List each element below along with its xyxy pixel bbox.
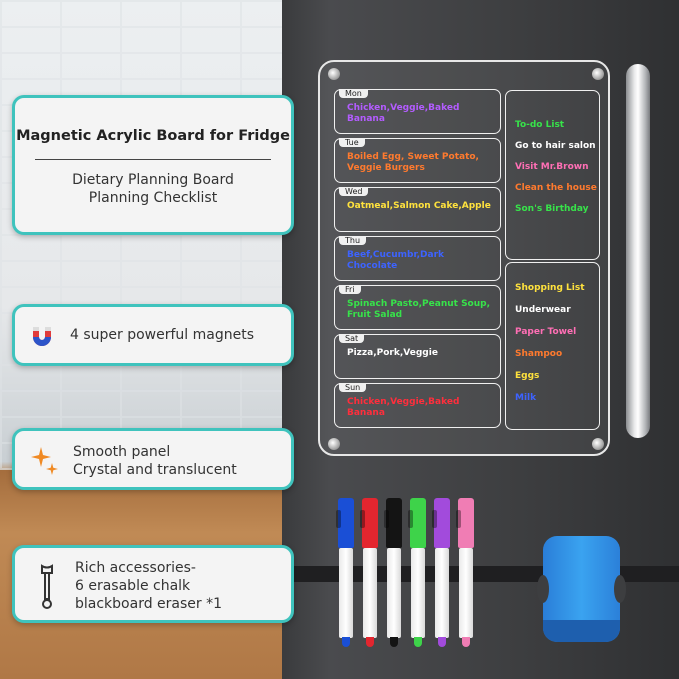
day-tag: Tue [339, 138, 365, 147]
screw-icon [592, 68, 604, 80]
panel-text-2: Crystal and translucent [73, 462, 237, 478]
card-title: Magnetic Acrylic Board for Fridge [16, 128, 290, 144]
day-meal-text: Chicken,Veggie,Baked Banana [347, 397, 460, 418]
day-tag: Sat [339, 334, 365, 343]
screw-icon [328, 438, 340, 450]
day-tag: Fri [339, 285, 361, 294]
shopping-list-item: Shampoo [515, 349, 563, 359]
accessories-text-2: 6 erasable chalk [75, 578, 191, 594]
main-feature-card: Magnetic Acrylic Board for Fridge Dietar… [12, 95, 294, 235]
shopping-list-item: Shopping List [515, 283, 585, 293]
day-tag: Mon [339, 89, 368, 98]
shopping-list-item: Paper Towel [515, 327, 577, 337]
day-meal-text: Pizza,Pork,Veggie [347, 348, 438, 358]
shopping-list-item: Eggs [515, 371, 540, 381]
card-subtitle-2: Planning Checklist [88, 190, 218, 206]
eraser-notch [537, 575, 549, 603]
shopping-list-item: Underwear [515, 305, 571, 315]
screw-icon [328, 68, 340, 80]
todo-list-item: Clean the house [515, 183, 597, 193]
shopping-list-item: Milk [515, 393, 537, 403]
screw-icon [592, 438, 604, 450]
magnets-text: 4 super powerful magnets [70, 327, 255, 343]
accessories-text-3: blackboard eraser *1 [75, 596, 223, 612]
todo-list-item: Son's Birthday [515, 204, 589, 214]
wrench-icon [37, 564, 57, 614]
day-meal-text: Oatmeal,Salmon Cake,Apple [347, 201, 491, 211]
eraser-felt [543, 620, 620, 642]
accessories-text-1: Rich accessories- [75, 560, 196, 576]
card-subtitle-1: Dietary Planning Board [72, 172, 234, 188]
panel-text-1: Smooth panel [73, 444, 171, 460]
fridge-handle [626, 64, 650, 438]
day-meal-text: Spinach Pasto,Peanut Soup, Fruit Salad [347, 299, 491, 320]
day-meal-text: Chicken,Veggie,Baked Banana [347, 103, 460, 124]
sparkle-icon [29, 443, 59, 481]
accessories-card: Rich accessories- 6 erasable chalk black… [12, 545, 294, 623]
todo-list-item: Visit Mr.Brown [515, 162, 589, 172]
brick-wall [0, 0, 300, 470]
day-meal-text: Beef,Cucumbr,Dark Chocolate [347, 250, 444, 271]
todo-list-item: To-do List [515, 120, 565, 130]
day-tag: Thu [339, 236, 367, 245]
eraser-notch [614, 575, 626, 603]
day-meal-text: Boiled Egg, Sweet Potato, Veggie Burgers [347, 152, 479, 173]
day-tag: Wed [339, 187, 369, 196]
todo-list-item: Go to hair salon [515, 141, 596, 151]
todo-list-box [505, 90, 600, 260]
divider [35, 159, 271, 160]
day-tag: Sun [339, 383, 367, 392]
magnets-card: 4 super powerful magnets [12, 304, 294, 366]
shopping-list-box [505, 262, 600, 430]
magnet-icon [29, 324, 55, 354]
acrylic-board [318, 60, 610, 456]
panel-card: Smooth panel Crystal and translucent [12, 428, 294, 490]
